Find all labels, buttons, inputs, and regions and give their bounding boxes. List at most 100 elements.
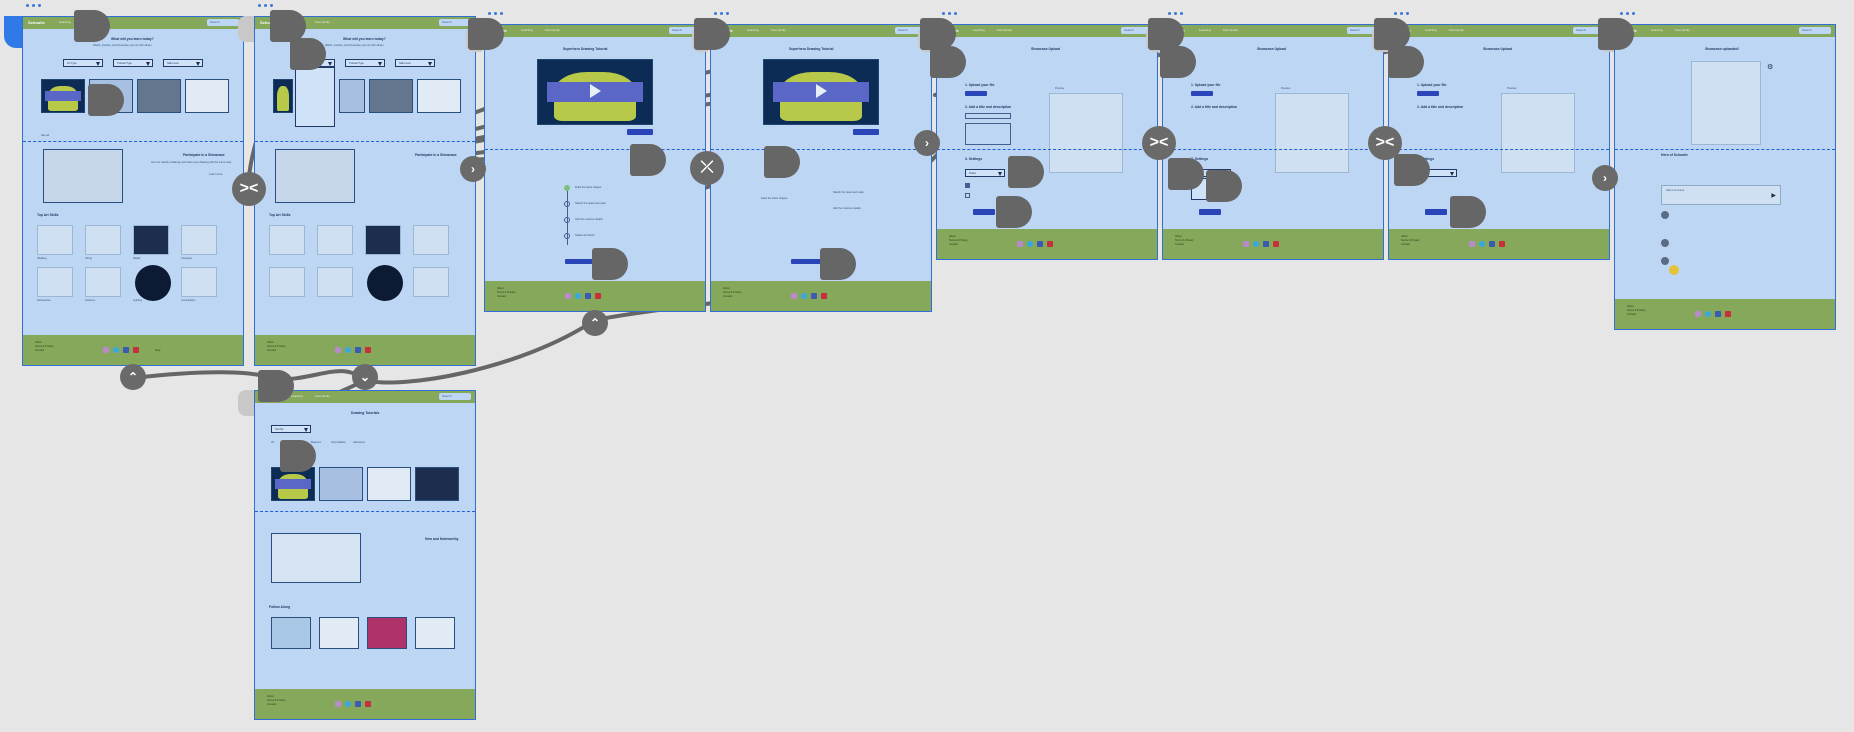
- youtube-icon[interactable]: [365, 347, 371, 353]
- facebook-icon[interactable]: [355, 701, 361, 707]
- instagram-icon[interactable]: [565, 293, 571, 299]
- link-knob[interactable]: [270, 10, 306, 42]
- search-input[interactable]: Search: [1799, 27, 1831, 34]
- link-knob[interactable]: [74, 10, 110, 42]
- chevron-up-icon[interactable]: ⌃: [582, 310, 608, 336]
- search-input[interactable]: Search: [439, 19, 471, 26]
- gear-icon[interactable]: ⚙: [1767, 64, 1774, 71]
- tutorial-thumb[interactable]: [185, 79, 229, 113]
- tutorial-thumb[interactable]: [415, 617, 455, 649]
- choose-file-button[interactable]: [965, 91, 987, 96]
- skill-card[interactable]: [37, 267, 73, 297]
- link-knob[interactable]: [258, 370, 294, 402]
- footer-about[interactable]: About: [1627, 305, 1634, 308]
- facebook-icon[interactable]: [1037, 241, 1043, 247]
- footer-about[interactable]: About: [267, 695, 274, 698]
- submit-button[interactable]: [973, 209, 995, 215]
- facebook-icon[interactable]: [1263, 241, 1269, 247]
- selection-tab[interactable]: [4, 16, 26, 48]
- skill-card[interactable]: [269, 267, 305, 297]
- collapse-links-icon[interactable]: ><: [1368, 126, 1402, 160]
- footer-about[interactable]: About: [1401, 235, 1408, 238]
- tutorial-thumb[interactable]: [369, 79, 413, 113]
- footer-about[interactable]: About: [723, 287, 730, 290]
- skill-card[interactable]: [317, 225, 353, 255]
- facebook-icon[interactable]: [811, 293, 817, 299]
- skill-card[interactable]: [37, 225, 73, 255]
- frame-handle[interactable]: [238, 16, 254, 42]
- twitter-icon[interactable]: [345, 701, 351, 707]
- skill-card[interactable]: [317, 267, 353, 297]
- chevron-right-icon[interactable]: ›: [1592, 165, 1618, 191]
- link-knob[interactable]: [1148, 18, 1184, 50]
- skill-card[interactable]: [367, 265, 403, 301]
- video-player[interactable]: [763, 59, 879, 125]
- link-knob[interactable]: [1008, 156, 1044, 188]
- skill-card[interactable]: [181, 267, 217, 297]
- footer-contact[interactable]: Contact: [1401, 243, 1410, 246]
- step-dot[interactable]: [564, 185, 570, 191]
- search-input[interactable]: Search: [669, 27, 701, 34]
- nav-community[interactable]: Community: [996, 28, 1012, 32]
- comment-input[interactable]: Add a comment ▶: [1661, 185, 1781, 205]
- nav-community[interactable]: Community: [314, 394, 330, 398]
- chevron-right-icon[interactable]: ›: [914, 130, 940, 156]
- footer-about[interactable]: About: [267, 341, 274, 344]
- nav-learning[interactable]: Learning: [59, 20, 71, 24]
- step-dot[interactable]: [564, 217, 570, 223]
- collapse-links-icon[interactable]: ><: [232, 172, 266, 206]
- tag-all[interactable]: All: [271, 441, 274, 444]
- tutorial-thumb[interactable]: [417, 79, 461, 113]
- link-knob[interactable]: [1394, 154, 1430, 186]
- tag-beginner[interactable]: Beginner: [311, 441, 322, 444]
- search-input[interactable]: Search: [207, 19, 239, 26]
- see-all-link[interactable]: See all: [41, 134, 49, 137]
- youtube-icon[interactable]: [1725, 311, 1731, 317]
- skill-card[interactable]: [133, 225, 169, 255]
- footer-contact[interactable]: Contact: [35, 349, 44, 352]
- twitter-icon[interactable]: [113, 347, 119, 353]
- footer-contact[interactable]: Contact: [267, 349, 276, 352]
- instagram-icon[interactable]: [1469, 241, 1475, 247]
- nav-learning[interactable]: Learning: [973, 28, 985, 32]
- description-input[interactable]: [965, 123, 1011, 145]
- search-input[interactable]: Search: [895, 27, 927, 34]
- instagram-icon[interactable]: [1695, 311, 1701, 317]
- skill-card[interactable]: [181, 225, 217, 255]
- frame-handle[interactable]: [238, 390, 254, 416]
- instagram-icon[interactable]: [1243, 241, 1249, 247]
- twitter-icon[interactable]: [1253, 241, 1259, 247]
- search-input[interactable]: Search: [1347, 27, 1379, 34]
- tutorial-thumb[interactable]: [271, 467, 315, 501]
- youtube-icon[interactable]: [365, 701, 371, 707]
- skill-card[interactable]: [85, 225, 121, 255]
- collapse-links-icon[interactable]: ><: [1142, 126, 1176, 160]
- tutorial-thumb[interactable]: [367, 617, 407, 649]
- facebook-icon[interactable]: [585, 293, 591, 299]
- nav-learning[interactable]: Learning: [1651, 28, 1663, 32]
- tutorial-type-dropdown[interactable]: Tutorial Type: [345, 59, 385, 67]
- link-knob[interactable]: [1374, 18, 1410, 50]
- footer-terms[interactable]: Terms & Privacy: [267, 699, 286, 702]
- nav-learning[interactable]: Learning: [521, 28, 533, 32]
- challenge-link[interactable]: Learn more: [209, 173, 223, 176]
- tutorial-type-dropdown[interactable]: Tutorial Type: [113, 59, 153, 67]
- featured-image[interactable]: [271, 533, 361, 583]
- facebook-icon[interactable]: [123, 347, 129, 353]
- choose-file-button[interactable]: [1191, 91, 1213, 96]
- tutorial-thumb[interactable]: [415, 467, 459, 501]
- link-knob[interactable]: [996, 196, 1032, 228]
- link-knob[interactable]: [1450, 196, 1486, 228]
- footer-contact[interactable]: Contact: [1627, 313, 1636, 316]
- expand-links-icon[interactable]: ⤫: [690, 151, 724, 185]
- video-player[interactable]: [537, 59, 653, 125]
- tutorial-thumb[interactable]: [273, 79, 293, 113]
- skill-card[interactable]: [135, 265, 171, 301]
- link-knob[interactable]: [1160, 46, 1196, 78]
- instagram-icon[interactable]: [791, 293, 797, 299]
- nav-learning[interactable]: Learning: [1425, 28, 1437, 32]
- instagram-icon[interactable]: [335, 347, 341, 353]
- step-dot[interactable]: [564, 233, 570, 239]
- footer-contact[interactable]: Contact: [1175, 243, 1184, 246]
- tag-intermediate[interactable]: Intermediate: [331, 441, 346, 444]
